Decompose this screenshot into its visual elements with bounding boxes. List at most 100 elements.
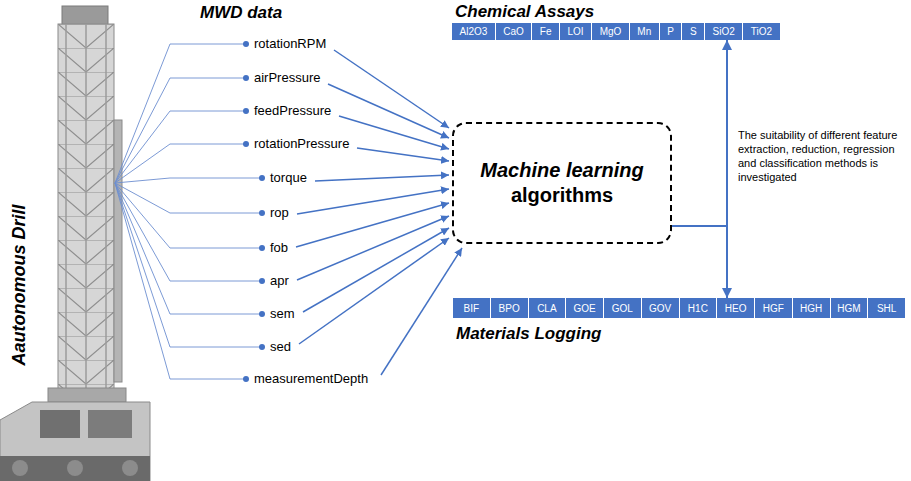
table-cell: S bbox=[681, 23, 704, 40]
drill-cab bbox=[0, 402, 150, 481]
input-arrow bbox=[357, 148, 449, 161]
sensor-dot bbox=[259, 175, 265, 181]
cell-text: SiO2 bbox=[713, 26, 735, 37]
input-arrow bbox=[328, 84, 449, 138]
sensor-label: apr bbox=[270, 273, 289, 289]
cell-text: H1C bbox=[688, 303, 708, 314]
sensor-line bbox=[115, 183, 246, 379]
drill-mast bbox=[58, 24, 114, 394]
cell-text: GOE bbox=[574, 303, 596, 314]
sensor-dot bbox=[259, 311, 265, 317]
cab-window bbox=[88, 410, 132, 438]
sensor-label: fob bbox=[270, 240, 288, 256]
sensor-label: airPressure bbox=[254, 70, 320, 86]
sensor-line bbox=[115, 178, 262, 183]
bar-heading: Chemical Assays bbox=[455, 2, 594, 22]
cell-text: GOL bbox=[612, 303, 633, 314]
sensor-dot bbox=[243, 376, 249, 382]
mast-rails bbox=[66, 24, 106, 394]
cell-text: GOV bbox=[649, 303, 671, 314]
sensor-line bbox=[115, 183, 262, 281]
input-arrow bbox=[299, 238, 449, 344]
table-cell: GOV bbox=[641, 298, 679, 318]
sensor-label: torque bbox=[270, 170, 307, 186]
vertical-title: Aautonomous Drill bbox=[9, 205, 30, 366]
mast-base bbox=[48, 388, 126, 402]
cell-text: HGF bbox=[763, 303, 784, 314]
sensor-dot bbox=[259, 344, 265, 350]
table-cell: Mn bbox=[629, 23, 659, 40]
cell-text: P bbox=[667, 26, 674, 37]
sensor-label: rotationRPM bbox=[254, 36, 326, 52]
cell-text: SHL bbox=[877, 303, 896, 314]
cell-text: Al2O3 bbox=[460, 26, 488, 37]
sensor-label: feedPressure bbox=[254, 103, 331, 119]
track-wheel bbox=[122, 460, 138, 476]
sensor-dot bbox=[243, 108, 249, 114]
cell-text: Fe bbox=[540, 26, 552, 37]
box-text: Machine learning bbox=[480, 158, 643, 183]
table-cell: SHL bbox=[867, 298, 905, 318]
sensor-line bbox=[115, 144, 246, 183]
sensor-fan-lines bbox=[115, 44, 262, 379]
hydraulic-cylinder bbox=[114, 120, 122, 382]
cell-text: TiO2 bbox=[751, 26, 772, 37]
sensor-line bbox=[115, 183, 262, 347]
input-arrow bbox=[339, 116, 449, 149]
input-arrow bbox=[297, 216, 449, 280]
cell-text: CaO bbox=[503, 26, 524, 37]
box-text: algorithms bbox=[511, 183, 613, 208]
input-arrows bbox=[296, 50, 462, 375]
track-wheel bbox=[12, 460, 28, 476]
cell-text: HGM bbox=[837, 303, 860, 314]
flow-arrow bbox=[672, 226, 727, 298]
table-cell: HEO bbox=[716, 298, 754, 318]
table-cell: HGF bbox=[754, 298, 792, 318]
sensor-label: sem bbox=[270, 306, 295, 322]
table-cell: Al2O3 bbox=[452, 23, 495, 40]
sensor-label: rotationPressure bbox=[254, 136, 349, 152]
drill-rig bbox=[0, 6, 150, 481]
table-cell: HGH bbox=[792, 298, 830, 318]
input-arrow bbox=[334, 50, 449, 128]
process-box: Machine learningalgorithms bbox=[452, 122, 672, 244]
input-arrow bbox=[381, 248, 462, 375]
table-cell: LOI bbox=[559, 23, 591, 40]
assay-bar: Chemical AssaysAl2O3CaOFeLOIMgOMnPSSiO2T… bbox=[452, 23, 780, 40]
table-cell: MgO bbox=[591, 23, 629, 40]
table-cell: H1C bbox=[679, 298, 717, 318]
cab-window bbox=[40, 410, 80, 438]
table-cell: CaO bbox=[495, 23, 532, 40]
cell-text: S bbox=[690, 26, 697, 37]
table-cell: GOL bbox=[603, 298, 641, 318]
cell-text: HEO bbox=[725, 303, 747, 314]
sensor-dot bbox=[243, 141, 249, 147]
cell-text: LOI bbox=[568, 26, 584, 37]
input-arrow bbox=[303, 228, 449, 312]
sensor-line bbox=[115, 111, 246, 183]
cell-text: BIF bbox=[464, 303, 480, 314]
sensor-line bbox=[115, 78, 246, 183]
cell-text: CLA bbox=[537, 303, 556, 314]
drill-crown bbox=[62, 6, 108, 26]
sensor-label: measurementDepth bbox=[254, 371, 368, 387]
table-cell: Fe bbox=[531, 23, 559, 40]
bar-heading: Materials Logging bbox=[456, 324, 601, 344]
logging-bar: Materials LoggingBIFBPOCLAGOEGOLGOVH1CHE… bbox=[453, 298, 905, 318]
sensor-label: rop bbox=[270, 205, 289, 221]
table-cell: HGM bbox=[830, 298, 868, 318]
mast-lattice bbox=[58, 24, 114, 394]
table-cell: P bbox=[659, 23, 682, 40]
sensor-dot bbox=[243, 41, 249, 47]
sensor-line bbox=[115, 44, 246, 183]
section-heading: MWD data bbox=[200, 3, 282, 23]
table-cell: BIF bbox=[453, 298, 490, 318]
table-cell: CLA bbox=[528, 298, 566, 318]
table-cell: GOE bbox=[565, 298, 603, 318]
track-wheel bbox=[67, 460, 83, 476]
sensor-dots bbox=[243, 41, 265, 382]
annotation-note: The suitability of different feature ext… bbox=[738, 128, 904, 184]
sensor-dot bbox=[243, 75, 249, 81]
cell-text: BPO bbox=[499, 303, 520, 314]
